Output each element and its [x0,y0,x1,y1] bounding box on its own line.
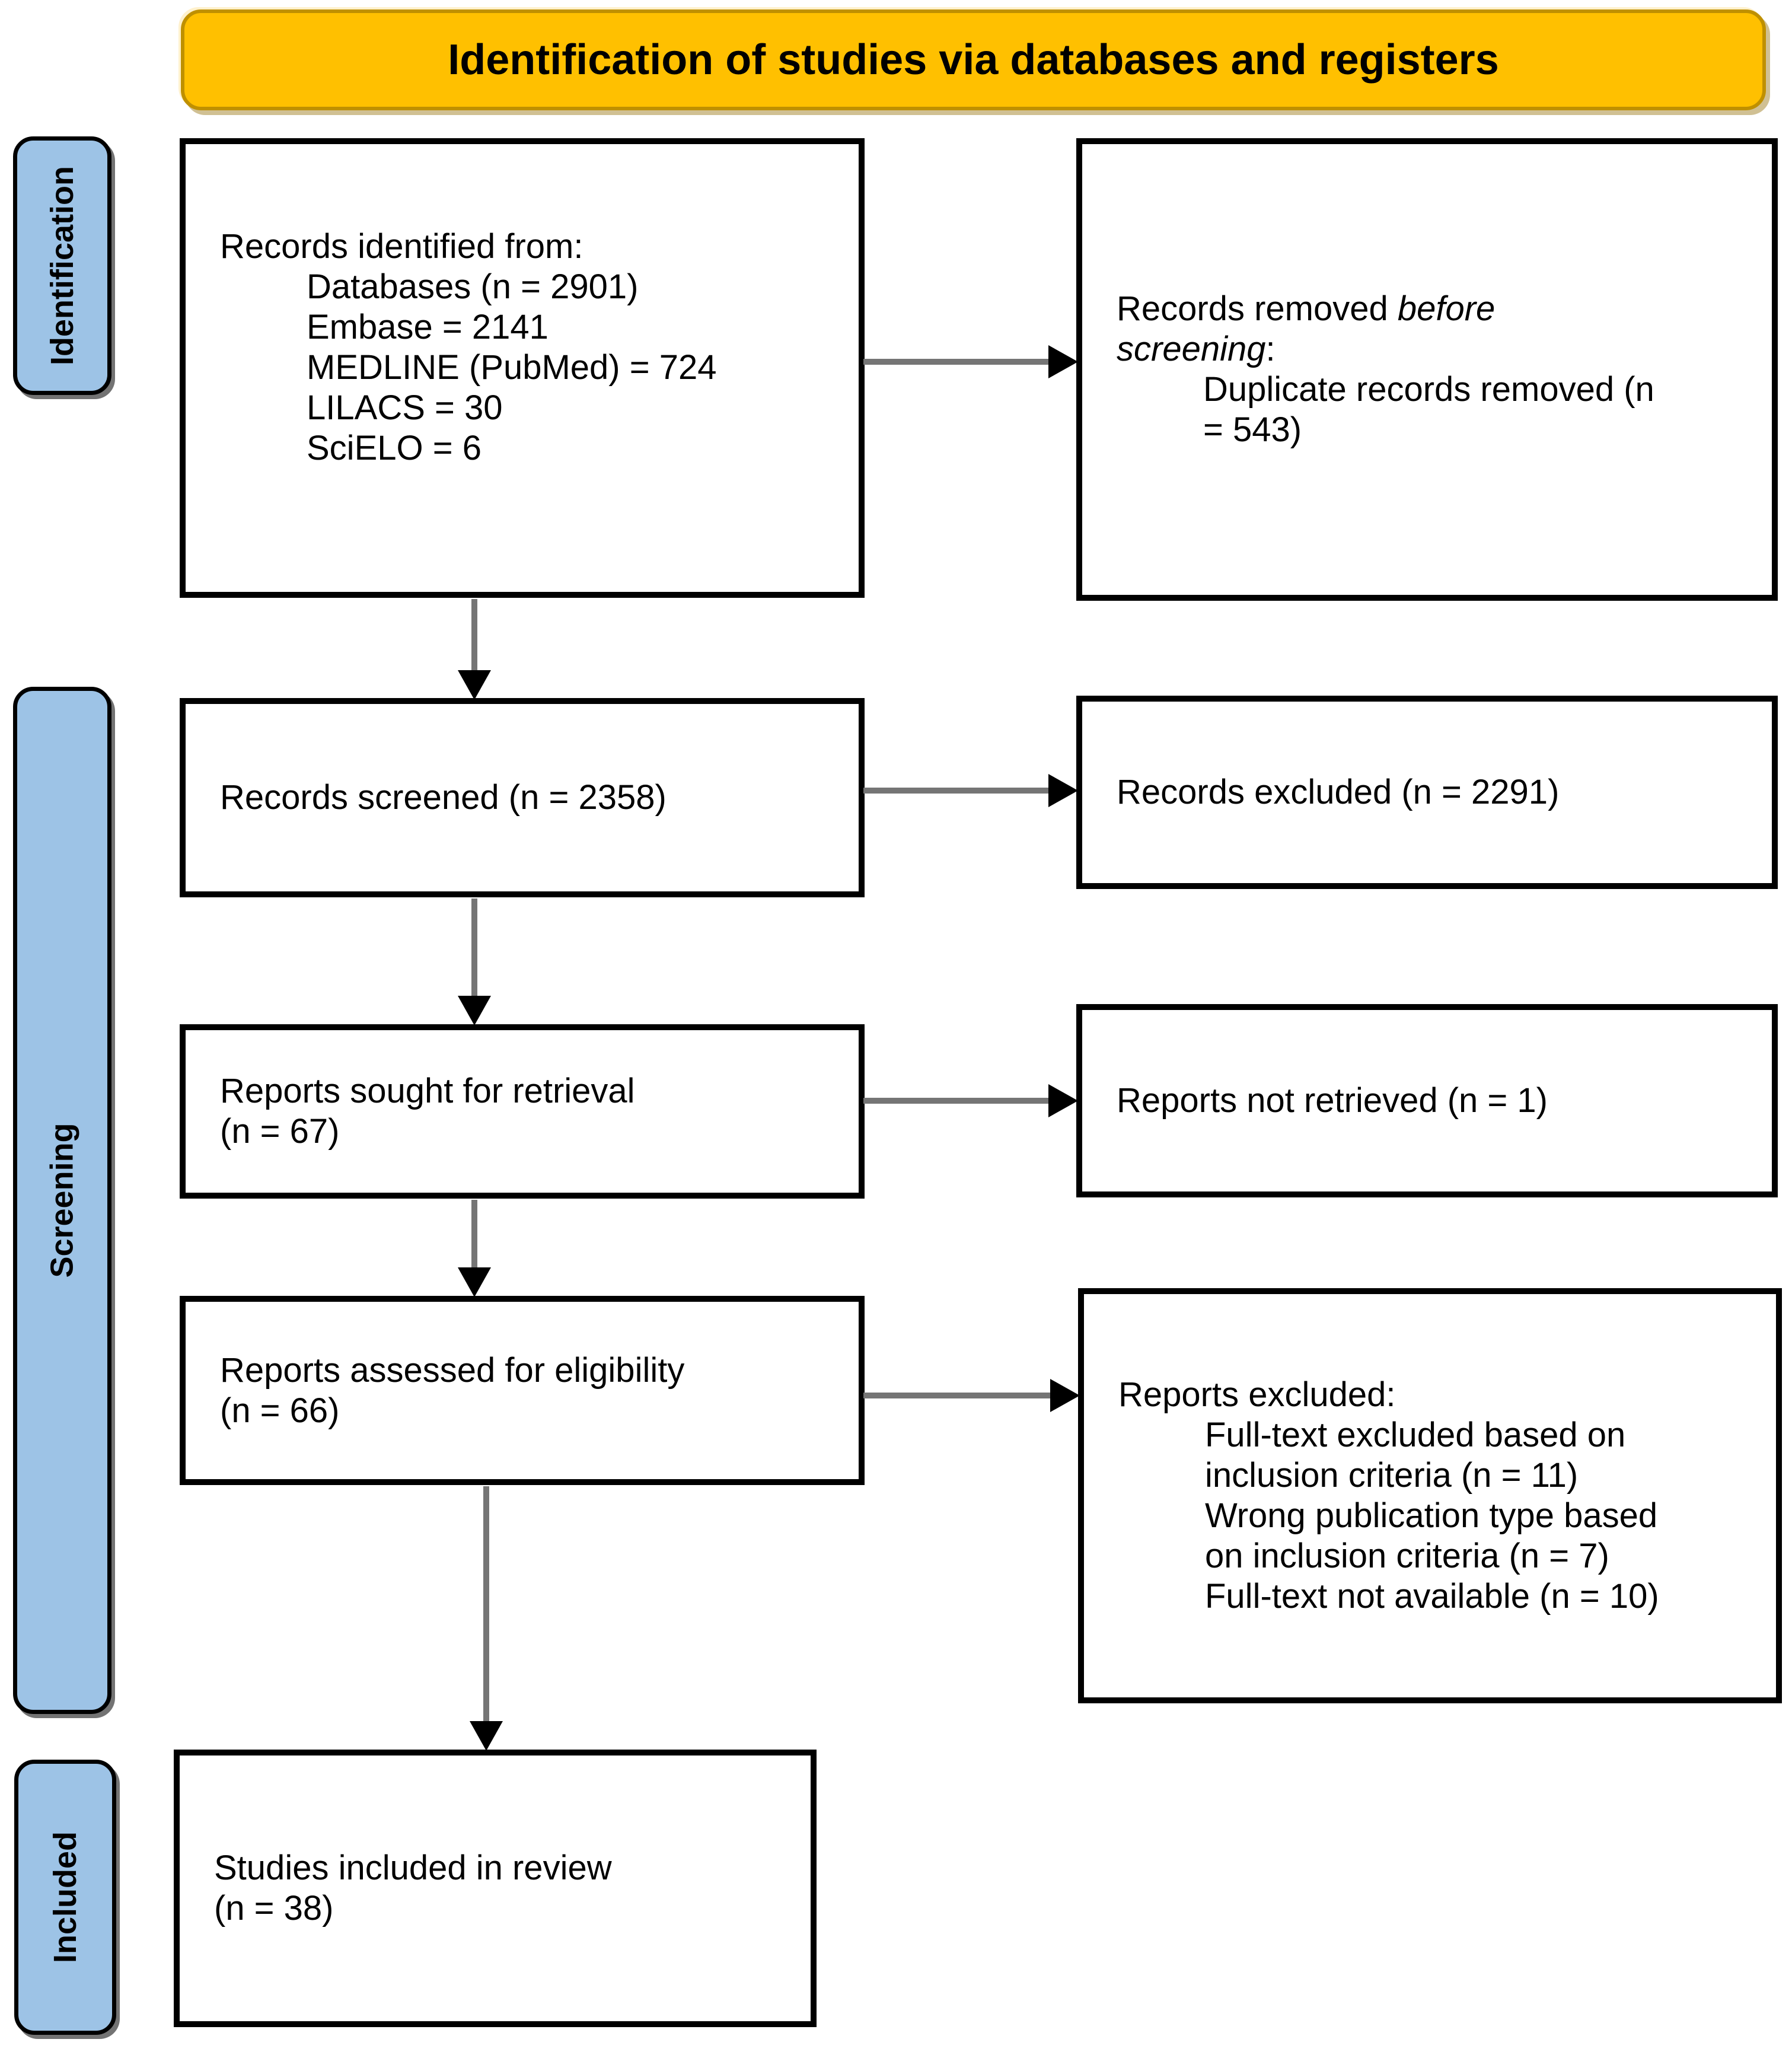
records-removed-heading-line1: Records removed before [1117,289,1496,328]
arrow-line [863,788,1051,794]
reports-excluded-heading: Reports excluded: [1118,1375,1396,1414]
arrow-assessed-to-reports-excluded [863,1379,1080,1412]
arrow-line [471,599,477,673]
arrow-right-head-icon [1048,345,1078,378]
reports-excluded-item-fulltext-unavailable: Full-text not available (n = 10) [1205,1577,1659,1616]
arrow-line [471,1200,477,1270]
arrow-right-head-icon [1048,1084,1078,1117]
stage-label-screening: Screening [13,687,111,1714]
identified-item-databases: Databases (n = 2901) [307,267,639,306]
arrow-line [863,359,1051,365]
identified-item-embase: Embase = 2141 [307,307,549,346]
records-excluded-text: Records excluded (n = 2291) [1117,773,1560,811]
reports-sought-line2: (n = 67) [220,1112,340,1151]
stage-label-included: Included [14,1760,116,2035]
arrow-right-head-icon [1050,1379,1080,1412]
arrow-assessed-to-included [470,1486,503,1751]
reports-assessed-line2: (n = 66) [220,1391,340,1430]
records-removed-italic-screening: screening [1117,330,1266,368]
box-reports-not-retrieved: Reports not retrieved (n = 1) [1076,1004,1778,1197]
stage-label-included-text: Included [47,1831,84,1964]
arrow-screened-to-excluded [863,774,1078,807]
arrow-down-head-icon [458,1267,491,1297]
diagram-title: Identification of studies via databases … [448,36,1499,84]
arrow-sought-to-assessed [458,1200,491,1297]
identified-item-medline: MEDLINE (PubMed) = 724 [307,348,717,387]
arrow-line [863,1098,1051,1104]
box-records-screened: Records screened (n = 2358) [180,698,865,897]
reports-excluded-item-fulltext-criteria: Full-text excluded based on inclusion cr… [1205,1416,1626,1495]
box-studies-included: Studies included in review (n = 38) [174,1750,817,2027]
box-reports-assessed: Reports assessed for eligibility (n = 66… [180,1296,865,1485]
arrow-screened-to-sought [458,899,491,1025]
records-removed-heading-line2: screening: [1117,330,1276,368]
reports-not-retrieved-text: Reports not retrieved (n = 1) [1117,1081,1548,1120]
arrow-identified-to-removed [863,345,1078,378]
reports-sought-line1: Reports sought for retrieval [220,1072,635,1110]
records-removed-italic-before: before [1397,289,1496,328]
box-records-identified: Records identified from: Databases (n = … [180,138,865,598]
studies-included-line2: (n = 38) [214,1889,334,1927]
identified-item-lilacs: LILACS = 30 [307,388,503,427]
studies-included-line1: Studies included in review [214,1849,612,1887]
box-reports-excluded: Reports excluded: Full-text excluded bas… [1078,1288,1782,1703]
stage-label-identification-text: Identification [44,166,80,365]
identified-item-scielo: SciELO = 6 [307,428,482,467]
records-screened-text: Records screened (n = 2358) [220,778,667,817]
arrow-line [471,899,477,998]
arrow-down-head-icon [458,670,491,700]
box-reports-sought: Reports sought for retrieval (n = 67) [180,1024,865,1199]
reports-assessed-line1: Reports assessed for eligibility [220,1350,685,1390]
banner: Identification of studies via databases … [181,9,1766,110]
stage-label-screening-text: Screening [44,1123,80,1278]
reports-excluded-item-wrong-publication: Wrong publication type based on inclusio… [1205,1496,1658,1575]
records-identified-heading: Records identified from: [220,227,583,266]
arrow-right-head-icon [1048,774,1078,807]
arrow-sought-to-not-retrieved [863,1084,1078,1117]
arrow-line [483,1486,489,1723]
records-removed-item-duplicates: Duplicate records removed (n = 543) [1203,370,1654,449]
box-records-excluded: Records excluded (n = 2291) [1076,696,1778,889]
arrow-down-head-icon [458,996,491,1025]
box-records-removed-before-screening: Records removed before screening: Duplic… [1076,138,1778,601]
arrow-identified-to-screened [458,599,491,700]
stage-label-identification: Identification [13,136,111,395]
arrow-line [863,1393,1053,1398]
arrow-down-head-icon [470,1721,503,1751]
